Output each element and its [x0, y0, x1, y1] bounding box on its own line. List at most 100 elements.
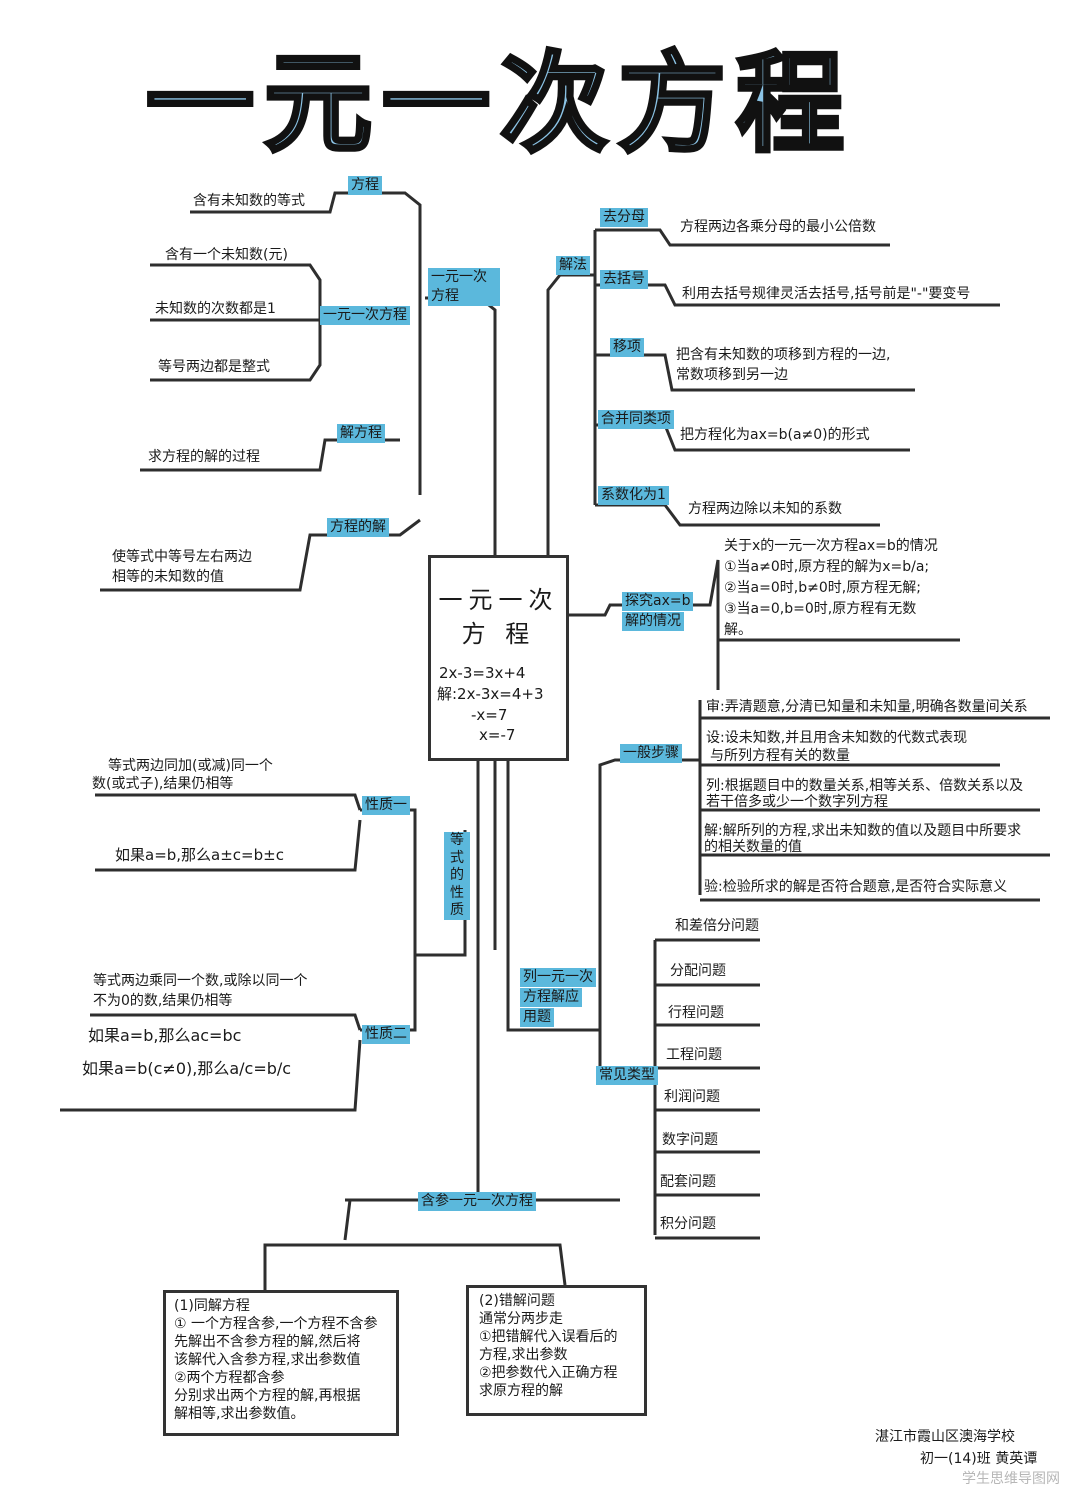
- text-step-3a: 把含有未知数的项移到方程的一边,: [676, 347, 891, 363]
- center-example-2: 解:2x-3x=4+3: [437, 685, 544, 703]
- text-tongjie-1: (1)同解方程: [174, 1298, 250, 1314]
- text-buzhou-7: 的相关数量的值: [704, 839, 802, 855]
- box-tongjie: (1)同解方程 ① 一个方程含参,一个方程不含参 先解出不含参方程的解,然后将 …: [163, 1290, 399, 1436]
- text-yiyuan-3: 等号两边都是整式: [158, 359, 270, 375]
- label-leixing: 常见类型: [596, 1066, 658, 1085]
- label-xz2: 性质二: [362, 1025, 410, 1044]
- label-fangcheng: 方程: [348, 176, 382, 195]
- text-step-5: 方程两边除以未知的系数: [688, 501, 842, 517]
- text-xz2-formula-2: 如果a=b(c≠0),那么a/c=b/c: [82, 1059, 292, 1078]
- text-qingkuang-3: ②当a=0时,b≠0时,原方程无解;: [724, 580, 921, 596]
- text-buzhou-6: 解:解所列的方程,求出未知数的值以及题目中所要求: [704, 823, 1022, 839]
- text-leixing-2: 分配问题: [670, 963, 726, 979]
- text-cuojie-3: ①把错解代入误看后的: [479, 1329, 618, 1345]
- text-buzhou-4: 列:根据题目中的数量关系,相等关系、倍数关系以及: [706, 778, 1024, 794]
- text-xz1-1: 等式两边同加(或减)同一个: [108, 758, 273, 774]
- connector-yiyuan-bot: [150, 325, 322, 382]
- label-yingyong-3: 用题: [520, 1008, 554, 1027]
- text-xz2-formula-1: 如果a=b,那么ac=bc: [88, 1026, 242, 1045]
- text-cuojie-6: 求原方程的解: [479, 1383, 563, 1399]
- text-qingkuang-4: ③当a=0,b=0时,原方程有无数: [724, 601, 917, 617]
- text-tongjie-4: 该解代入含参方程,求出参数值: [174, 1352, 361, 1368]
- text-leixing-3: 行程问题: [668, 1005, 724, 1021]
- text-tongjie-6: 分别求出两个方程的解,再根据: [174, 1388, 361, 1404]
- connector-xz1-bot: [95, 819, 362, 872]
- center-example-3: -x=7: [471, 706, 508, 724]
- text-tongjie-3: 先解出不含参方程的解,然后将: [174, 1334, 361, 1350]
- text-qingkuang-2: ①当a≠0时,原方程的解为x=b/a;: [724, 559, 930, 575]
- text-cuojie-2: 通常分两步走: [479, 1311, 563, 1327]
- label-qingkuang-1: 探究ax=b: [622, 592, 694, 611]
- connector-step5: [595, 503, 880, 527]
- center-title-1: 一元一次: [438, 586, 559, 614]
- label-jie-fangcheng: 解方程: [337, 424, 385, 443]
- center-box: 一元一次 方 程 2x-3=3x+4 解:2x-3x=4+3 -x=7 x=-7: [428, 555, 569, 761]
- label-yiyuan: 一元一次方程: [320, 306, 410, 325]
- watermark: 学生思维导图网: [962, 1471, 1060, 1487]
- text-tongjie-5: ②两个方程都含参: [174, 1370, 285, 1386]
- text-step-1: 方程两边各乘分母的最小公倍数: [680, 219, 876, 235]
- label-step-4: 合并同类项: [598, 410, 674, 429]
- connector-yingyong: [506, 758, 600, 1032]
- page-title: 一元一次方程: [144, 40, 854, 169]
- text-buzhou-3: 与所列方程有关的数量: [710, 748, 850, 764]
- label-step-1: 去分母: [600, 208, 648, 227]
- signature-class: 初一(14)班 黄英谭: [920, 1451, 1038, 1467]
- connector-xz2-bot: [60, 1039, 362, 1112]
- text-yiyuan-1: 含有一个未知数(元): [165, 247, 288, 263]
- label-fangcheng-de-jie: 方程的解: [327, 518, 389, 537]
- text-xz1-2: 数(或式子),结果仍相等: [92, 776, 234, 792]
- label-yingyong-2: 方程解应: [520, 988, 582, 1007]
- text-xz2-2: 不为0的数,结果仍相等: [93, 993, 233, 1009]
- text-leixing-5: 利润问题: [664, 1089, 720, 1105]
- text-xz1-formula: 如果a=b,那么a±c=b±c: [115, 846, 284, 864]
- label-step-3: 移项: [610, 338, 644, 357]
- connector-def: [425, 296, 497, 555]
- label-xz1: 性质一: [362, 796, 410, 815]
- text-buzhou-1: 审:弄清题意,分清已知量和未知量,明确各数量间关系: [706, 699, 1028, 715]
- text-buzhou-5: 若干倍多或少一个数字列方程: [706, 794, 888, 810]
- text-leixing-7: 配套问题: [660, 1174, 716, 1190]
- text-jie-fangcheng: 求方程的解的过程: [148, 449, 260, 465]
- text-buzhou-2: 设:设未知数,并且用含未知数的代数式表现: [706, 730, 968, 746]
- connector-fangcheng-de-jie: [100, 518, 421, 592]
- text-tongjie-2: ① 一个方程含参,一个方程不含参: [174, 1316, 378, 1332]
- label-yingyong-1: 列一元一次: [520, 968, 596, 987]
- connector-yiyuan-top: [150, 263, 322, 325]
- text-leixing-4: 工程问题: [666, 1047, 722, 1063]
- connector-buzhou: [598, 758, 700, 1030]
- text-leixing-1: 和差倍分问题: [675, 918, 759, 934]
- text-fangcheng-de-jie-2: 相等的未知数的值: [112, 569, 224, 585]
- text-step-4: 把方程化为ax=b(a≠0)的形式: [680, 427, 870, 443]
- text-buzhou-8: 验:检验所求的解是否符合题意,是否符合实际意义: [704, 879, 1008, 895]
- text-cuojie-1: (2)错解问题: [479, 1293, 555, 1309]
- label-hancan: 含参一元一次方程: [418, 1192, 536, 1211]
- signature-school: 湛江市霞山区澳海学校: [875, 1429, 1015, 1445]
- connector-xz2-top: [90, 1013, 362, 1031]
- text-fangcheng-desc: 含有未知数的等式: [193, 193, 305, 209]
- label-buzhou: 一般步骤: [620, 744, 682, 763]
- label-step-2: 去括号: [600, 270, 648, 289]
- connector-bottom-split: [263, 1243, 567, 1290]
- center-example-1: 2x-3=3x+4: [439, 664, 526, 682]
- label-definition-branch: 一元一次方程: [428, 268, 500, 306]
- text-xz2-1: 等式两边乘同一个数,或除以同一个: [93, 973, 308, 989]
- connector-xz1-top: [95, 793, 362, 811]
- connector-xz2: [360, 955, 417, 1032]
- text-fangcheng-de-jie-1: 使等式中等号左右两边: [112, 549, 252, 565]
- center-example-4: x=-7: [479, 726, 516, 744]
- connector-step1: [595, 228, 890, 247]
- text-yiyuan-2: 未知数的次数都是1: [155, 301, 276, 317]
- text-cuojie-4: 方程,求出参数: [479, 1347, 568, 1363]
- text-cuojie-5: ②把参数代入正确方程: [479, 1365, 618, 1381]
- text-tongjie-7: 解相等,求出参数值。: [174, 1406, 305, 1422]
- text-step-3b: 常数项移到另一边: [676, 367, 788, 383]
- box-cuojie: (2)错解问题 通常分两步走 ①把错解代入误看后的 方程,求出参数 ②把参数代入…: [466, 1285, 647, 1416]
- center-title-2: 方 程: [461, 620, 536, 648]
- text-leixing-6: 数字问题: [662, 1132, 718, 1148]
- label-qingkuang-2: 解的情况: [622, 612, 684, 631]
- label-step-5: 系数化为1: [598, 486, 669, 505]
- text-qingkuang-1: 关于x的一元一次方程ax=b的情况: [724, 538, 938, 554]
- label-xingzhi-branch: 等式的性质: [444, 832, 470, 920]
